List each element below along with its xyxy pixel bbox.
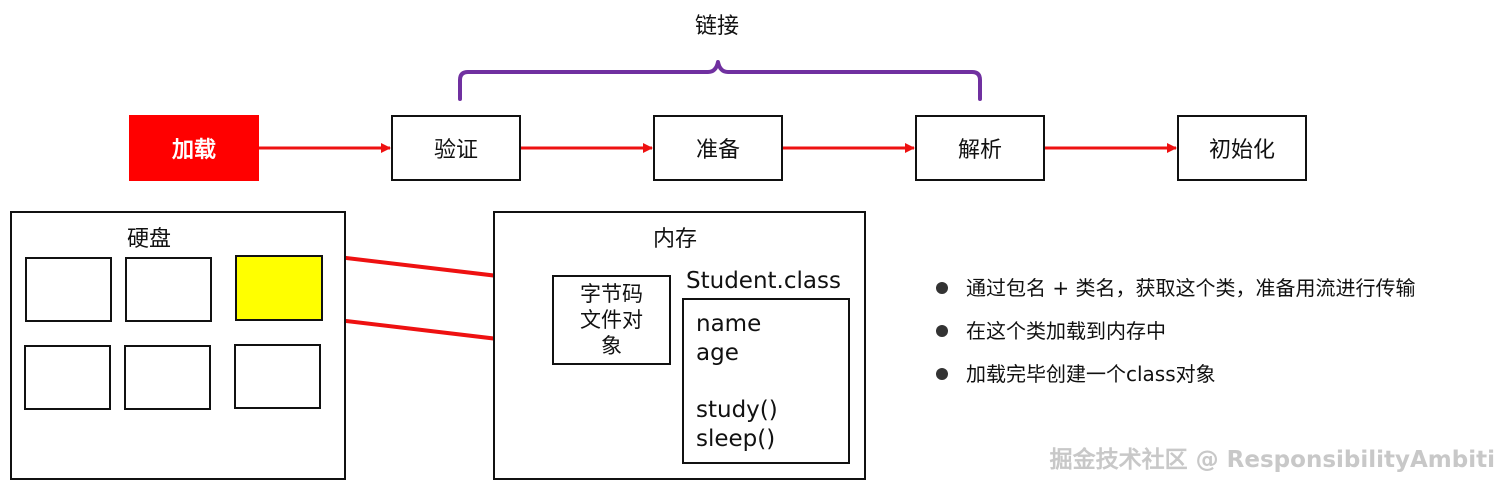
disk-title: 硬盘 (127, 227, 172, 252)
stage-label: 初始化 (1208, 138, 1275, 163)
link-group-label: 链接 (695, 14, 740, 39)
note-item: 通过包名 + 类名，获取这个类，准备用流进行传输 (936, 266, 1415, 309)
class-method: study() (696, 397, 778, 423)
bullet-dot-icon (936, 324, 948, 337)
disk-file (234, 344, 321, 409)
class-methods: study() sleep() (696, 396, 778, 454)
bullet-dot-icon (936, 367, 948, 380)
bytecode-object-box: 字节码 文件对 象 (552, 275, 671, 365)
note-text: 通过包名 + 类名，获取这个类，准备用流进行传输 (966, 275, 1416, 300)
bullet-dot-icon (936, 281, 948, 294)
class-fields: name age (696, 310, 761, 368)
class-box: name age study() sleep() (682, 298, 850, 464)
notes-list: 通过包名 + 类名，获取这个类，准备用流进行传输 在这个类加载到内存中 加载完毕… (936, 266, 1415, 395)
bytecode-line: 文件对 (580, 308, 643, 332)
note-text: 加载完毕创建一个class对象 (966, 361, 1216, 386)
stage-resolve: 解析 (915, 115, 1045, 181)
disk-file (24, 345, 111, 410)
stage-prepare: 准备 (653, 115, 783, 181)
bytecode-line: 象 (601, 334, 622, 358)
stage-load: 加载 (129, 115, 259, 181)
disk-file (25, 257, 112, 322)
stage-label: 解析 (957, 138, 1002, 163)
note-item: 在这个类加载到内存中 (936, 309, 1415, 352)
class-field: name (696, 311, 762, 337)
stage-verify: 验证 (391, 115, 521, 181)
stage-label: 验证 (433, 138, 478, 163)
bytecode-line: 字节码 (580, 282, 643, 306)
disk-panel: 硬盘 (10, 211, 346, 480)
link-brace (458, 60, 982, 101)
class-field: age (696, 340, 739, 366)
memory-panel: 内存 字节码 文件对 象 Student.class name age stud… (493, 211, 866, 480)
note-text: 在这个类加载到内存中 (966, 318, 1166, 343)
class-method: sleep() (696, 426, 776, 452)
disk-file-highlighted (235, 255, 323, 321)
note-item: 加载完毕创建一个class对象 (936, 352, 1415, 395)
class-title: Student.class (686, 268, 841, 294)
disk-file (125, 257, 212, 322)
disk-file (124, 345, 211, 410)
stage-initialize: 初始化 (1177, 115, 1307, 181)
stage-label: 加载 (171, 138, 216, 163)
watermark: 掘金技术社区 @ ResponsibilityAmbiti (1049, 447, 1495, 473)
stage-label: 准备 (695, 138, 740, 163)
memory-title: 内存 (653, 227, 698, 252)
